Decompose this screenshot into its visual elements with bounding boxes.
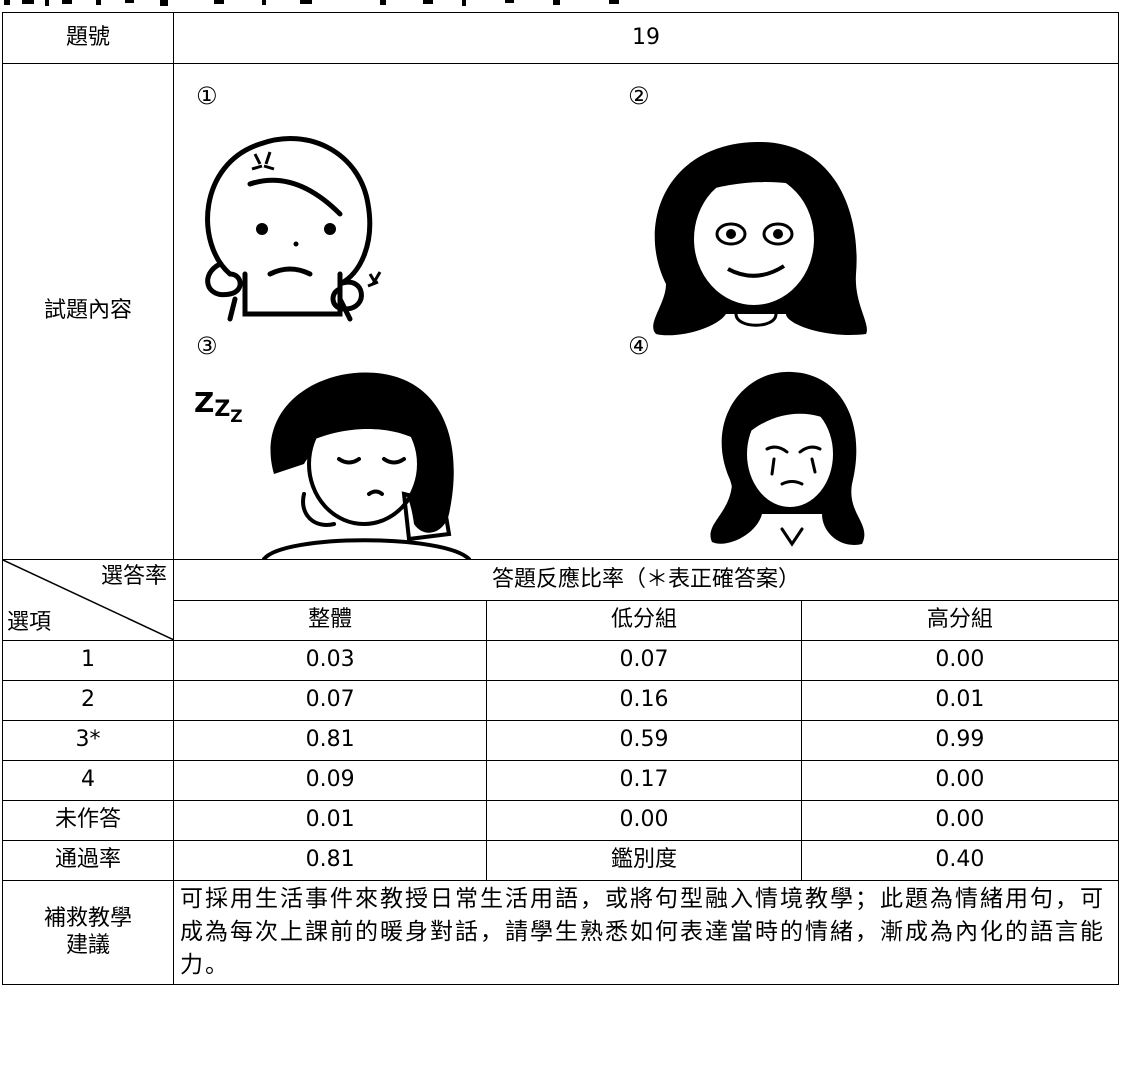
option-cell: 1 (2, 640, 174, 681)
item-content-cell: ① (173, 63, 1119, 560)
item-content-row: 試題內容 ① (2, 63, 1119, 560)
corner-cell: 選答率 選項 (2, 559, 174, 641)
corner-top-label: 選答率 (100, 564, 167, 589)
value-cell: 0.09 (172, 760, 488, 801)
value-cell: 0.99 (800, 720, 1120, 761)
column-overall: 整體 (172, 599, 488, 641)
option-1-marker: ① (196, 82, 218, 110)
summary-row: 通過率 0.81 鑑別度 0.40 (2, 840, 1120, 881)
value-cell: 0.59 (486, 720, 802, 761)
remedial-text: 可採用生活事件來教授日常生活用語，或將句型融入情境教學；此題為情緒用句，可成為每… (173, 880, 1119, 985)
column-high-group: 高分組 (800, 599, 1120, 641)
option-3-marker: ③ (196, 332, 218, 360)
corner-bottom-label: 選項 (7, 609, 52, 635)
value-cell: 0.16 (486, 680, 802, 721)
discrimination-label: 鑑別度 (486, 840, 802, 881)
value-cell: 0.17 (486, 760, 802, 801)
item-number-row: 題號 19 (2, 12, 1119, 64)
value-cell: 0.07 (486, 640, 802, 681)
item-content-label: 試題內容 (2, 63, 174, 560)
value-cell: 0.00 (800, 800, 1120, 841)
option-cell: 4 (2, 760, 174, 801)
value-cell: 0.00 (800, 640, 1120, 681)
value-cell: 0.00 (486, 800, 802, 841)
option-cell: 2 (2, 680, 174, 721)
item-analysis-table: 題號 19 試題內容 ① (2, 12, 1120, 985)
table-row: 2 0.07 0.16 0.01 (2, 680, 1120, 721)
option-4-marker: ④ (628, 332, 650, 360)
item-number-label: 題號 (2, 12, 174, 64)
option-2-marker: ② (628, 82, 650, 110)
diagonal-line (3, 560, 174, 640)
value-cell: 0.81 (172, 720, 488, 761)
angry-girl-icon (205, 136, 382, 322)
response-header-row: 選答率 選項 答題反應比率（＊表正確答案） (2, 559, 1119, 641)
crying-woman-phone-icon (710, 371, 865, 547)
discrimination-value: 0.40 (800, 840, 1120, 881)
value-cell: 0.07 (172, 680, 488, 721)
pass-rate-value: 0.81 (172, 840, 488, 881)
value-cell: 0.01 (800, 680, 1120, 721)
value-cell: 0.00 (800, 760, 1120, 801)
value-cell: 0.03 (172, 640, 488, 681)
column-low-group: 低分組 (486, 599, 802, 641)
zzz-text: ZZZ (194, 386, 243, 427)
table-row: 1 0.03 0.07 0.00 (2, 640, 1120, 681)
remedial-row: 補救教學 建議 可採用生活事件來教授日常生活用語，或將句型融入情境教學；此題為情… (2, 880, 1119, 985)
item-number-value: 19 (173, 12, 1119, 64)
table-row: 3* 0.81 0.59 0.99 (2, 720, 1120, 761)
option-cell: 未作答 (2, 800, 174, 841)
table-row: 未作答 0.01 0.00 0.00 (2, 800, 1120, 841)
smiling-woman-icon (653, 141, 867, 336)
pass-rate-label: 通過率 (2, 840, 174, 881)
remedial-label: 補救教學 建議 (2, 880, 174, 985)
table-row: 4 0.09 0.17 0.00 (2, 760, 1120, 801)
response-title: 答題反應比率（＊表正確答案） (173, 559, 1119, 601)
cropped-top-text (0, 0, 1121, 12)
value-cell: 0.01 (172, 800, 488, 841)
option-cell: 3* (2, 720, 174, 761)
sleepy-girl-icon (262, 372, 471, 559)
